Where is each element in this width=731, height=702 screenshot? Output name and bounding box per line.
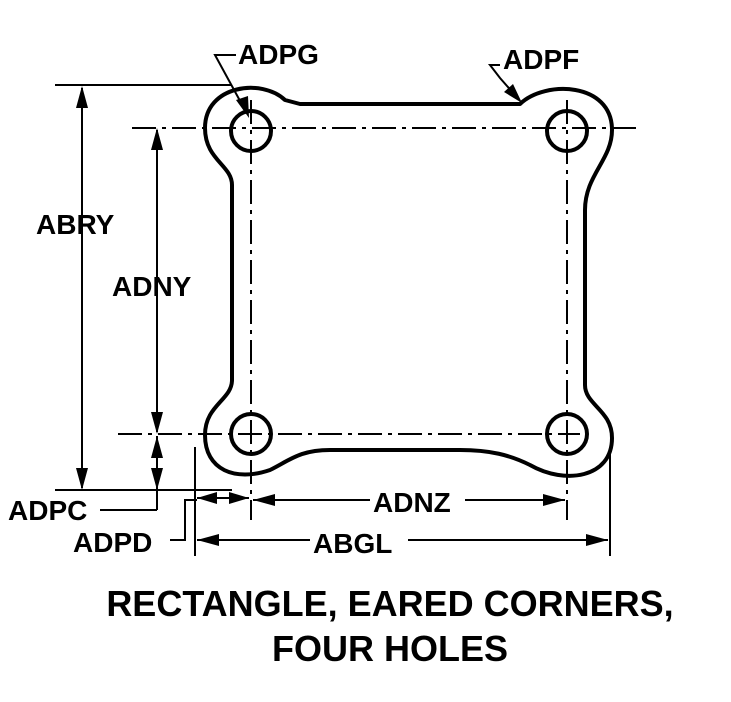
adny-arrow-top (151, 128, 163, 150)
adpf-leader (487, 64, 516, 96)
adpd-arrow-left (197, 492, 217, 504)
adpg-leader (213, 54, 246, 111)
adpd-arrow-right (229, 492, 249, 504)
adny-arrow-bottom (151, 412, 163, 434)
adpc-arrow-down (151, 468, 163, 490)
adpd-leader (170, 499, 197, 541)
adnz-arrow-left (253, 494, 275, 506)
adpc-arrow-up (151, 436, 163, 458)
adnz-arrow-right (543, 494, 565, 506)
label-adpf: ADPF (503, 44, 579, 75)
abgl-arrow-right (586, 534, 608, 546)
caption-line-1: RECTANGLE, EARED CORNERS, (106, 583, 673, 624)
label-adnz: ADNZ (373, 487, 451, 518)
abgl-arrow-left (197, 534, 219, 546)
adpf-arrow (504, 84, 522, 103)
abry-arrow-bottom (76, 468, 88, 490)
abry-arrow-top (76, 86, 88, 108)
caption-line-2: FOUR HOLES (272, 628, 508, 669)
adpg-arrow (236, 96, 249, 118)
label-adpc: ADPC (8, 495, 87, 526)
label-adpg: ADPG (238, 39, 319, 70)
label-adny: ADNY (112, 271, 192, 302)
label-adpd: ADPD (73, 527, 152, 558)
label-abry: ABRY (36, 209, 115, 240)
label-abgl: ABGL (313, 528, 392, 559)
plate-outline (203, 85, 614, 478)
